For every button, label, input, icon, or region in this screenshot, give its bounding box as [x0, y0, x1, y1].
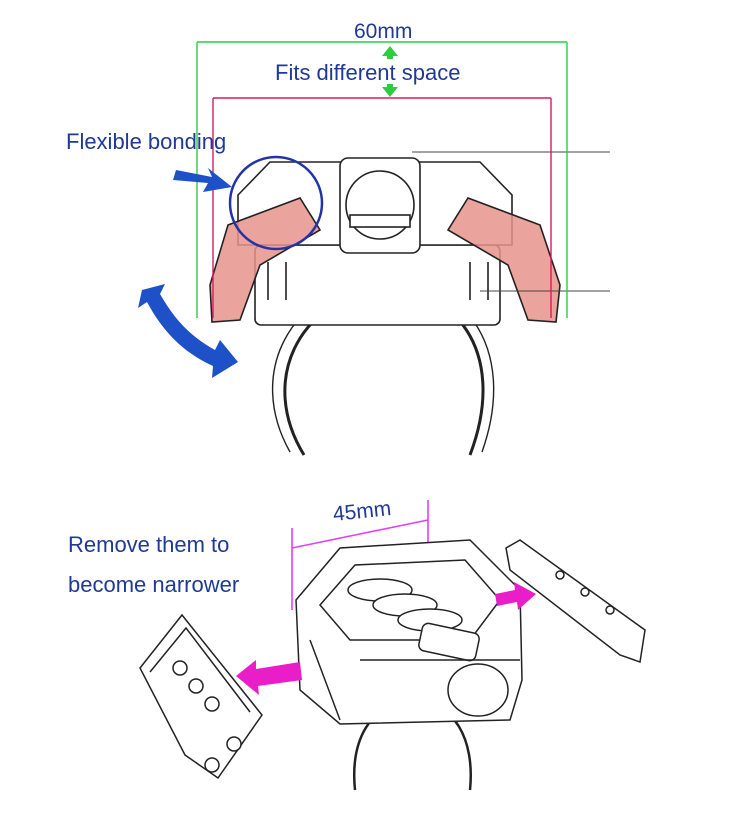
rotation-arrow-icon	[138, 284, 238, 378]
bonding-circle	[228, 155, 324, 251]
down-arrow-icon	[382, 84, 398, 97]
leader-lines	[412, 151, 610, 292]
up-arrow-icon	[382, 46, 398, 59]
remove-label-line-1: Remove them to	[68, 532, 230, 557]
fits-different-space-label: Fits different space	[275, 60, 461, 85]
top-device-illustration	[209, 157, 561, 456]
removal-arrow-left-icon	[236, 660, 302, 695]
removed-left-side-panel	[139, 613, 263, 780]
remove-label-line-2: become narrower	[68, 572, 240, 597]
removal-arrow-right-icon	[495, 582, 536, 610]
inner-width-dimension	[212, 97, 552, 318]
flex-pointer-arrow-icon	[173, 168, 232, 192]
width-60-label: 60mm	[354, 20, 413, 43]
removed-right-side-panel	[505, 539, 646, 664]
bottom-device-illustration	[295, 539, 523, 791]
flexible-bonding-label: Flexible bonding	[66, 129, 227, 154]
